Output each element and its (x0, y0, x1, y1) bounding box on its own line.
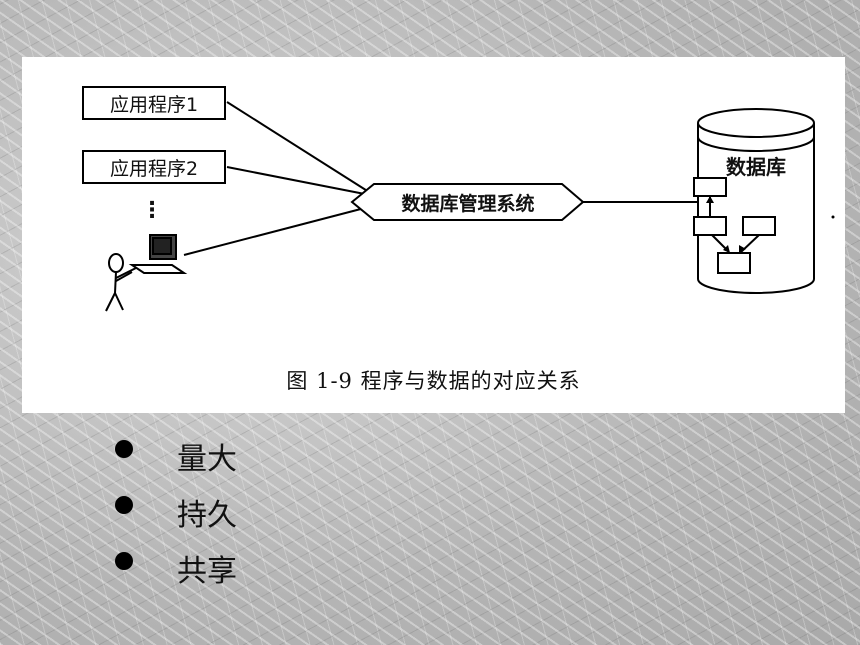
db-record-box (742, 216, 776, 236)
user-connector (183, 203, 381, 256)
app1-connector (226, 101, 381, 200)
dbms-diagram: 应用程序1 应用程序2 ⋮ (82, 86, 835, 312)
app1-box: 应用程序1 (82, 86, 226, 120)
bullet-text: 共享 (177, 554, 237, 589)
dbms-label: 数据库管理系统 (401, 192, 534, 215)
dbms-node: 数据库管理系统 (350, 183, 585, 221)
app2-label: 应用程序2 (110, 158, 198, 180)
bullet-dot (115, 552, 133, 570)
bullet-text: 持久 (177, 498, 237, 533)
stray-dot (831, 215, 835, 219)
figure-panel: 应用程序1 应用程序2 ⋮ (22, 57, 845, 413)
ellipsis: ⋮ (141, 198, 163, 223)
app2-connector (226, 166, 381, 198)
figure-caption: 图 1-9 程序与数据的对应关系 (286, 369, 581, 393)
app1-label: 应用程序1 (110, 94, 198, 116)
db-record-box (693, 177, 727, 197)
database-label: 数据库 (726, 155, 786, 179)
db-record-box (717, 252, 751, 274)
bullet-dot (115, 496, 133, 514)
bullet-text: 量大 (177, 442, 237, 477)
bullet-dot (115, 440, 133, 458)
db-record-box (693, 216, 727, 236)
database-cylinder: 数据库 (693, 108, 815, 294)
user-computer-icon (105, 234, 188, 312)
app2-box: 应用程序2 (82, 150, 226, 184)
